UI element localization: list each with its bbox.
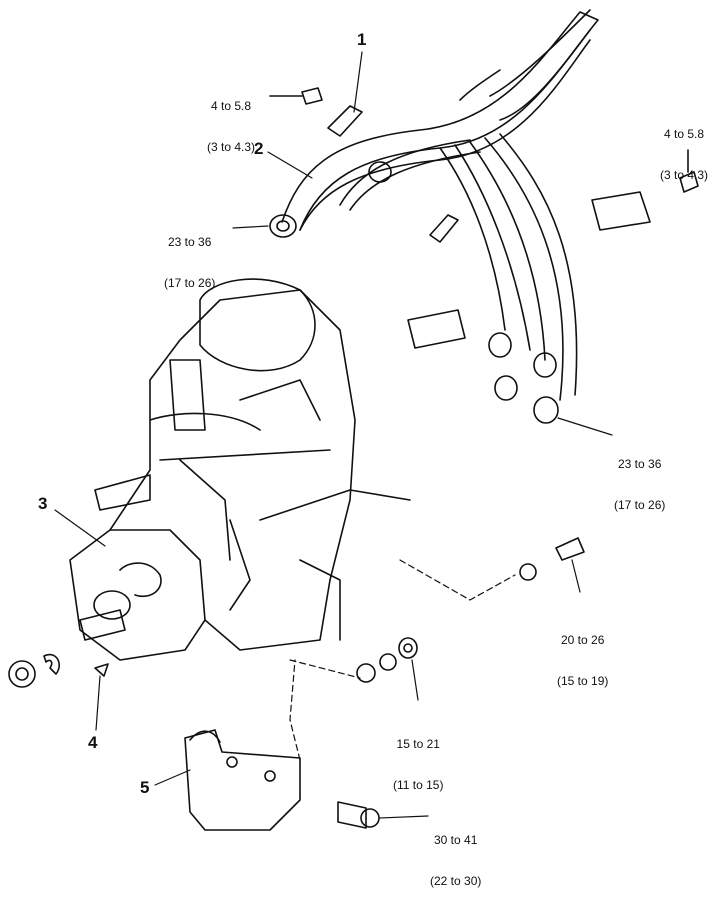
torque-mount-nut: 15 to 21 (11 to 15) xyxy=(393,710,443,807)
injection-pump-exploded-diagram xyxy=(8,9,699,831)
callout-2: 2 xyxy=(254,139,264,158)
torque-bracket-bolt-right: 20 to 26 (15 to 19) xyxy=(557,606,608,703)
callout-4: 4 xyxy=(88,733,98,752)
torque-ftlb: (17 to 26) xyxy=(614,497,666,512)
torque-nm: 4 to 5.8 xyxy=(211,98,252,113)
torque-bracket-bolt-bottom: 30 to 41 (22 to 30) xyxy=(430,806,481,903)
callout-3: 3 xyxy=(38,494,48,513)
mount-nut-washers xyxy=(356,637,418,683)
torque-pipe-nut-left: 23 to 36 (17 to 26) xyxy=(164,208,215,305)
shaft-nut-washer xyxy=(8,653,109,688)
torque-ftlb: (11 to 15) xyxy=(393,777,444,792)
torque-ftlb: (22 to 30) xyxy=(430,873,482,888)
torque-nm: 23 to 36 xyxy=(168,234,212,249)
mount-bracket xyxy=(184,729,301,831)
callout-1: 1 xyxy=(357,30,367,49)
torque-pipe-nut-right: 23 to 36 (17 to 26) xyxy=(614,430,665,527)
bracket-bolt-right xyxy=(519,537,585,581)
torque-ftlb: (17 to 26) xyxy=(164,275,216,290)
injection-pipes xyxy=(281,9,599,401)
callout-5: 5 xyxy=(140,778,150,797)
pump-body xyxy=(69,278,411,661)
torque-ftlb: (15 to 19) xyxy=(557,673,609,688)
torque-nm: 23 to 36 xyxy=(618,456,662,471)
drive-shaft xyxy=(79,590,131,641)
torque-ftlb: (3 to 4.3) xyxy=(207,139,256,154)
torque-ftlb: (3 to 4.3) xyxy=(660,167,709,182)
torque-nm: 30 to 41 xyxy=(434,832,478,847)
torque-nm: 20 to 26 xyxy=(561,632,605,647)
torque-bolt-top-left: 4 to 5.8 (3 to 4.3) xyxy=(207,72,255,169)
top-bolts xyxy=(269,87,699,193)
torque-nm: 4 to 5.8 xyxy=(664,126,705,141)
pipe-end-nuts xyxy=(269,161,559,424)
leader-lines xyxy=(54,51,613,819)
torque-nm: 15 to 21 xyxy=(396,736,440,751)
torque-bolt-top-right: 4 to 5.8 (3 to 4.3) xyxy=(660,100,708,197)
alignment-lines xyxy=(289,559,516,761)
pipe-clamps xyxy=(327,105,651,349)
bracket-bolt-bottom xyxy=(337,801,380,829)
